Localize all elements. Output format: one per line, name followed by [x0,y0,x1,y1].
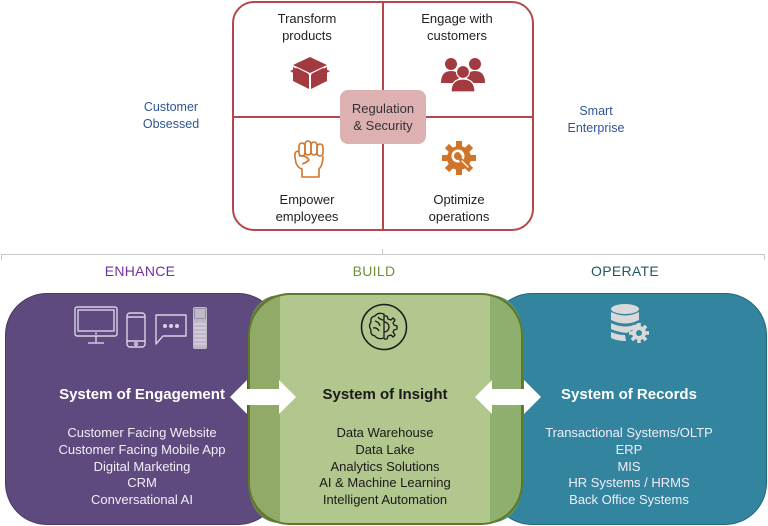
list-item: Customer Facing Website [67,425,217,440]
list-item: CRM [127,475,157,491]
quadrant-transform-products: Transform products [237,10,377,44]
list-item: HR Systems / HRMS [568,475,690,491]
customer-obsessed-label: Customer Obsessed [111,99,231,133]
bracket-center-tick [382,249,383,255]
quadrant-label-line2: customers [427,28,487,43]
phase-build: BUILD [352,263,396,279]
double-arrow-insight-records [475,380,541,414]
list-item: MIS [617,458,641,474]
smart-speaker-icon [193,307,207,349]
list-item: Conversational AI [91,492,193,508]
list-item: Back Office Systems [569,492,689,508]
quadrant-label-line1: Engage with [421,11,493,26]
quadrant-label-line2: products [282,28,332,43]
list-item: Customer Facing Mobile App [58,441,226,457]
quadrant-engage-customers: Engage with customers [387,10,527,44]
fist-icon [294,140,324,178]
list-item: ERP [615,441,643,457]
monitor-icon [74,306,118,344]
quadrant-label-line2: operations [428,209,490,224]
system-of-records-list: Transactional Systems/OLTP ERP MIS HR Sy… [499,425,759,509]
smart-enterprise-label: Smart Enterprise [536,103,656,137]
system-of-records-title: System of Records [561,386,697,403]
quadrant-label-line1: Transform [277,11,337,26]
list-item: Data Warehouse [336,425,434,440]
list-item: Digital Marketing [93,458,191,474]
phase-enhance: ENHANCE [104,263,176,279]
list-item: Transactional Systems/OLTP [545,425,713,440]
gear-wrench-icon [442,141,476,175]
side-label-line2: Obsessed [142,117,200,131]
quadrant-label-line1: Optimize [433,192,485,207]
smartphone-icon [126,312,146,348]
system-of-insight-title: System of Insight [322,386,448,403]
list-item: Intelligent Automation [322,492,448,508]
system-of-insight-list: Data Warehouse Data Lake Analytics Solut… [255,425,515,509]
side-label-line2: Enterprise [567,121,625,135]
system-of-engagement-title: System of Engagement [59,386,225,403]
list-item: Data Lake [355,441,415,457]
box-icon [290,57,330,89]
quadrant-empower-employees: Empower employees [237,191,377,225]
list-item: Analytics Solutions [330,458,440,474]
system-of-engagement-list: Customer Facing Website Customer Facing … [12,425,272,509]
bracket-left-tick [1,254,2,260]
regulation-security-box: Regulation & Security [340,90,426,144]
brain-gear-icon [360,303,408,351]
double-arrow-engage-insight [230,380,296,414]
quadrant-label-line1: Empower [279,192,335,207]
quadrant-optimize-operations: Optimize operations [389,191,529,225]
center-label-line1: Regulation [351,101,415,116]
people-icon [441,58,485,93]
center-label-line2: & Security [353,118,413,133]
bracket-line [2,254,764,255]
quadrant-label-line2: employees [275,209,339,224]
bracket-right-tick [764,254,765,260]
list-item: AI & Machine Learning [319,475,451,491]
side-label-line1: Customer [143,100,199,114]
phase-operate: OPERATE [591,263,659,279]
side-label-line1: Smart [579,104,613,118]
database-gear-icon [611,304,649,343]
chat-bubble-icon [155,314,187,345]
